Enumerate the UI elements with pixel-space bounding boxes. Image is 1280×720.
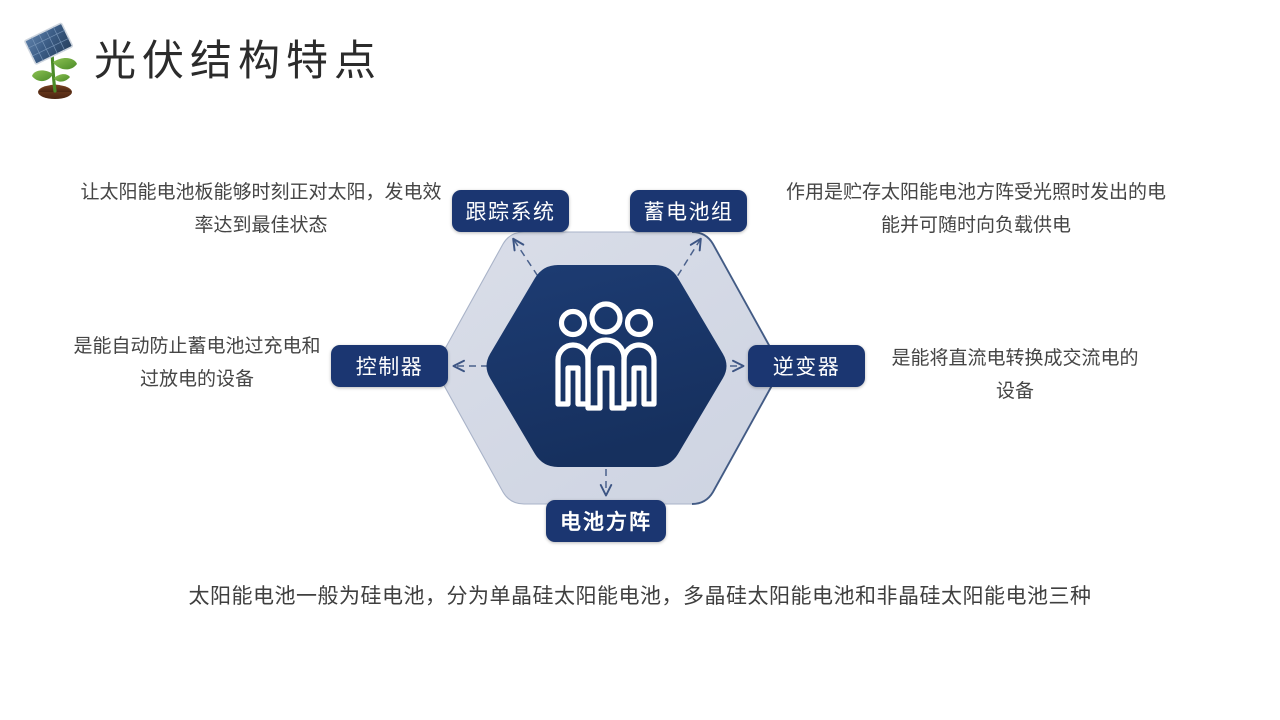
node-label-array: 电池方阵	[560, 509, 652, 534]
node-description-battery: 作用是贮存太阳能电池方阵受光照时发出的电能并可随时向负载供电	[786, 181, 1167, 236]
node-label-battery: 蓄电池组	[643, 200, 734, 224]
solar-panel-sprout-icon	[22, 21, 88, 101]
node-badge-battery[interactable]: 蓄电池组	[630, 190, 747, 232]
slide-header: 光伏结构特点	[22, 18, 382, 104]
node-badge-controller[interactable]: 控制器	[331, 345, 448, 387]
node-label-controller: 控制器	[355, 355, 424, 379]
node-badge-inverter[interactable]: 逆变器	[748, 345, 865, 387]
node-description-tracking: 让太阳能电池板能够时刻正对太阳，发电效率达到最佳状态	[80, 181, 442, 236]
node-description-inverter: 是能将直流电转换成交流电的设备	[891, 347, 1139, 402]
node-badge-array[interactable]: 电池方阵	[546, 500, 666, 542]
slide-caption: 太阳能电池一般为硅电池，分为单晶硅太阳能电池，多晶硅太阳能电池和非晶硅太阳能电池…	[188, 584, 1092, 608]
page-title: 光伏结构特点	[94, 36, 383, 85]
three-people-icon	[555, 301, 657, 411]
node-badge-tracking[interactable]: 跟踪系统	[452, 190, 569, 232]
node-description-controller: 是能自动防止蓄电池过充电和过放电的设备	[73, 335, 321, 390]
node-label-tracking: 跟踪系统	[465, 200, 556, 224]
node-label-inverter: 逆变器	[772, 355, 841, 379]
